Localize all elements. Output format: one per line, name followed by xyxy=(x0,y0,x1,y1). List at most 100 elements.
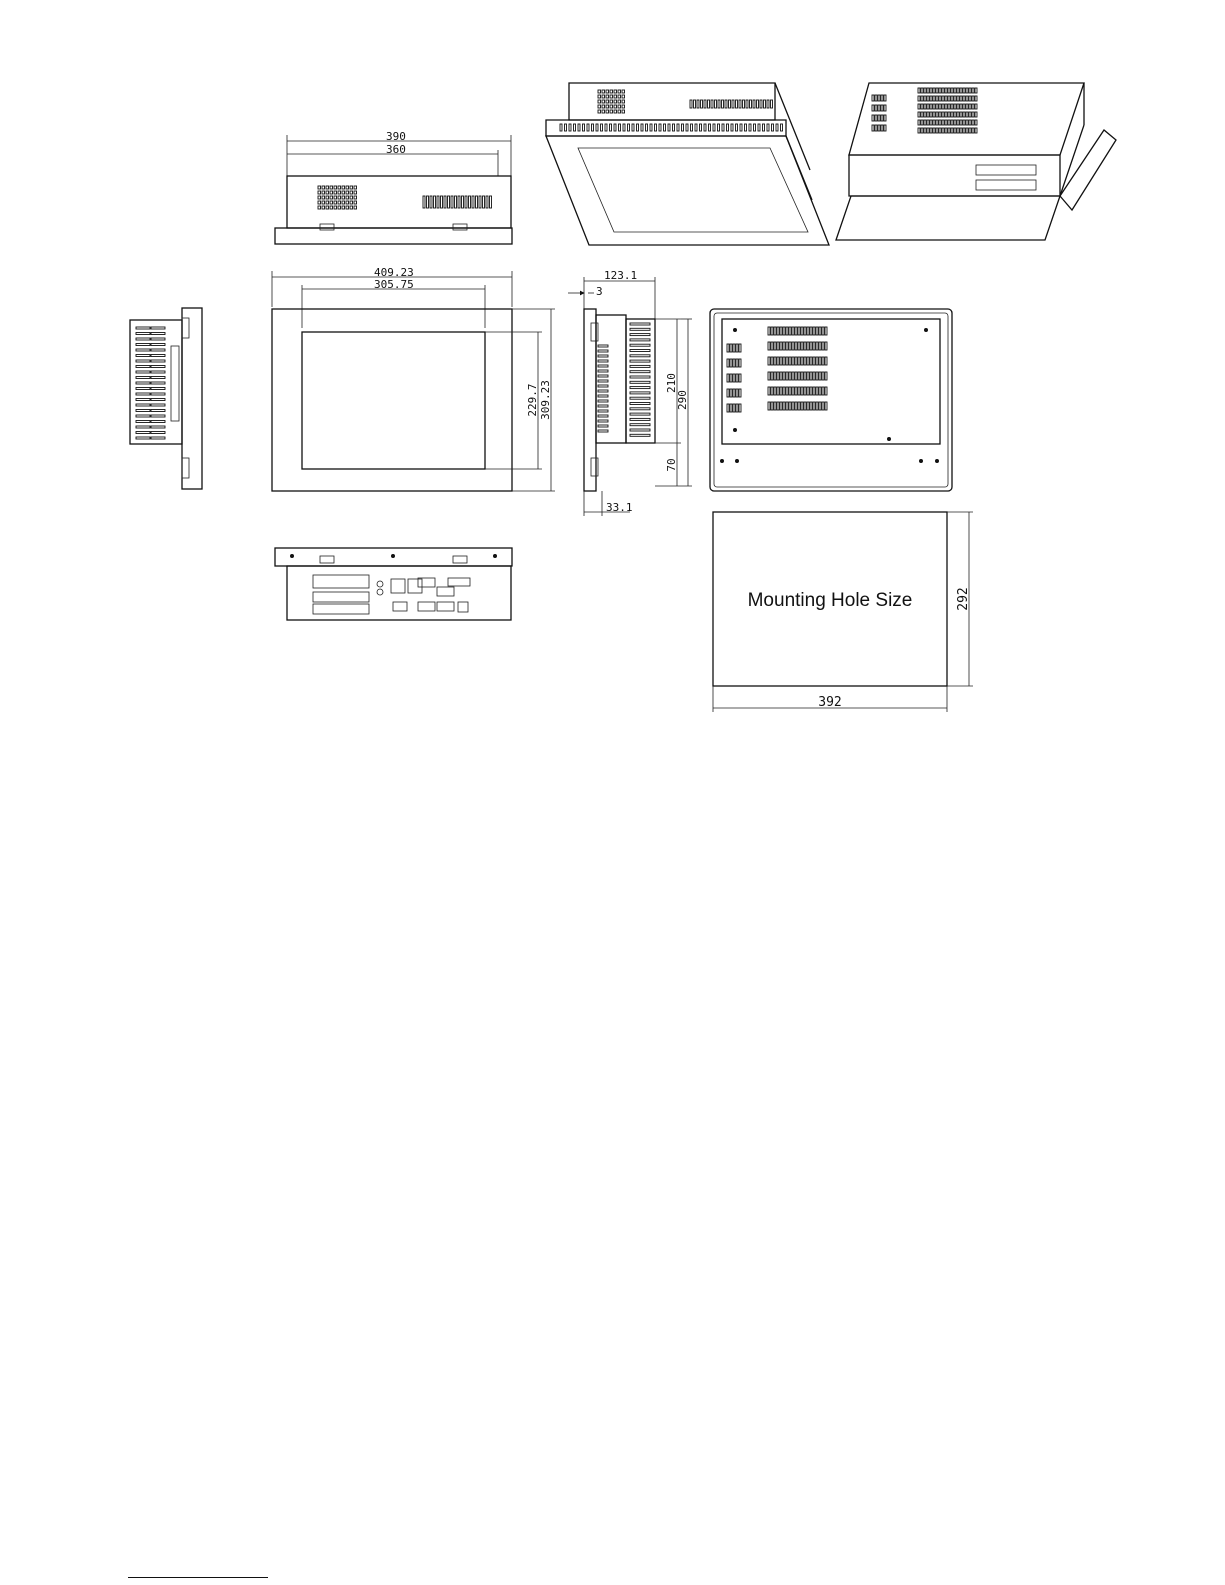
vent-slot xyxy=(767,124,769,131)
vent-slot xyxy=(816,387,818,395)
vent-slot xyxy=(792,342,794,350)
dim-side-body-height: 210 xyxy=(665,373,678,393)
vent-slot xyxy=(630,434,650,436)
vent-slot xyxy=(921,112,923,117)
vent-slot xyxy=(630,360,650,362)
vent-slot xyxy=(795,402,797,410)
vent-slot xyxy=(602,110,605,113)
vent-slot xyxy=(740,124,742,131)
vent-slot xyxy=(614,124,616,131)
vent-slot xyxy=(966,104,968,109)
vent-slot xyxy=(918,104,920,109)
vent-slot xyxy=(598,405,608,407)
vent-slot xyxy=(151,382,165,384)
vent-slot xyxy=(574,124,576,131)
vent-slot xyxy=(704,100,706,108)
dim-cutout-height: 292 xyxy=(956,587,971,610)
vent-slot xyxy=(490,196,492,208)
vent-slot xyxy=(792,387,794,395)
vent-slot xyxy=(602,100,605,103)
vent-slot xyxy=(816,342,818,350)
vent-slot xyxy=(954,104,956,109)
vent-slot xyxy=(957,104,959,109)
iso-rear-vents xyxy=(872,88,977,133)
vent-slot xyxy=(795,372,797,380)
vent-slot xyxy=(771,387,773,395)
mounting-cutout: Mounting Hole Size 292 392 xyxy=(713,512,973,712)
vent-slot xyxy=(136,338,150,340)
vent-slot xyxy=(822,372,824,380)
vent-slot xyxy=(711,100,713,108)
vent-slot xyxy=(881,125,883,131)
vent-slot xyxy=(650,124,652,131)
vent-slot xyxy=(927,128,929,133)
vent-slot xyxy=(786,372,788,380)
vent-slot xyxy=(659,124,661,131)
vent-slot xyxy=(945,112,947,117)
vent-slot xyxy=(954,128,956,133)
vent-slot xyxy=(444,196,446,208)
vent-slot xyxy=(933,128,935,133)
vent-slot xyxy=(807,402,809,410)
vent-slot xyxy=(819,342,821,350)
vent-slot xyxy=(434,196,436,208)
vent-slot xyxy=(771,327,773,335)
vent-slot xyxy=(960,104,962,109)
vent-slot xyxy=(781,124,783,131)
vent-slot xyxy=(881,115,883,121)
vent-slot xyxy=(921,96,923,101)
vent-slot xyxy=(598,110,601,113)
vent-slot xyxy=(606,110,609,113)
vent-slot xyxy=(560,124,562,131)
vent-slot xyxy=(780,387,782,395)
vent-slot xyxy=(933,112,935,117)
vent-slot xyxy=(727,404,729,412)
vent-slot xyxy=(598,380,608,382)
vent-slot xyxy=(322,196,325,199)
vent-slot xyxy=(939,128,941,133)
vent-slot xyxy=(151,388,165,390)
vent-slot xyxy=(628,124,630,131)
vent-slot xyxy=(945,96,947,101)
vent-slot xyxy=(623,124,625,131)
vent-slot xyxy=(151,404,165,406)
vent-slot xyxy=(727,124,729,131)
vent-slot xyxy=(927,112,929,117)
vent-slot xyxy=(927,120,929,125)
vent-slot xyxy=(465,196,467,208)
vent-slot xyxy=(350,201,353,204)
vent-slot xyxy=(795,387,797,395)
vent-slot xyxy=(975,120,977,125)
vent-slot xyxy=(804,372,806,380)
vent-slot xyxy=(789,327,791,335)
vent-slot xyxy=(969,120,971,125)
vent-slot xyxy=(801,327,803,335)
vent-slot xyxy=(966,96,968,101)
vent-slot xyxy=(774,327,776,335)
vent-slot xyxy=(342,186,345,189)
vent-slot xyxy=(736,100,738,108)
vent-slot xyxy=(918,112,920,117)
vent-slot xyxy=(610,95,613,98)
vent-slot xyxy=(924,112,926,117)
vent-slot xyxy=(918,120,920,125)
vent-slot xyxy=(736,359,738,367)
vent-slot xyxy=(462,196,464,208)
vent-slot xyxy=(151,349,165,351)
vent-slot xyxy=(322,191,325,194)
vent-slot xyxy=(807,387,809,395)
vent-slot xyxy=(771,100,773,108)
vent-slot xyxy=(930,96,932,101)
vent-slot xyxy=(605,124,607,131)
vent-slot xyxy=(969,104,971,109)
vent-slot xyxy=(350,206,353,209)
vent-slot xyxy=(330,201,333,204)
vent-slot xyxy=(722,100,724,108)
vent-slot xyxy=(587,124,589,131)
vent-slot xyxy=(736,389,738,397)
vent-slot xyxy=(632,124,634,131)
vent-slot xyxy=(136,360,150,362)
vent-slot xyxy=(750,100,752,108)
vent-slot xyxy=(951,104,953,109)
